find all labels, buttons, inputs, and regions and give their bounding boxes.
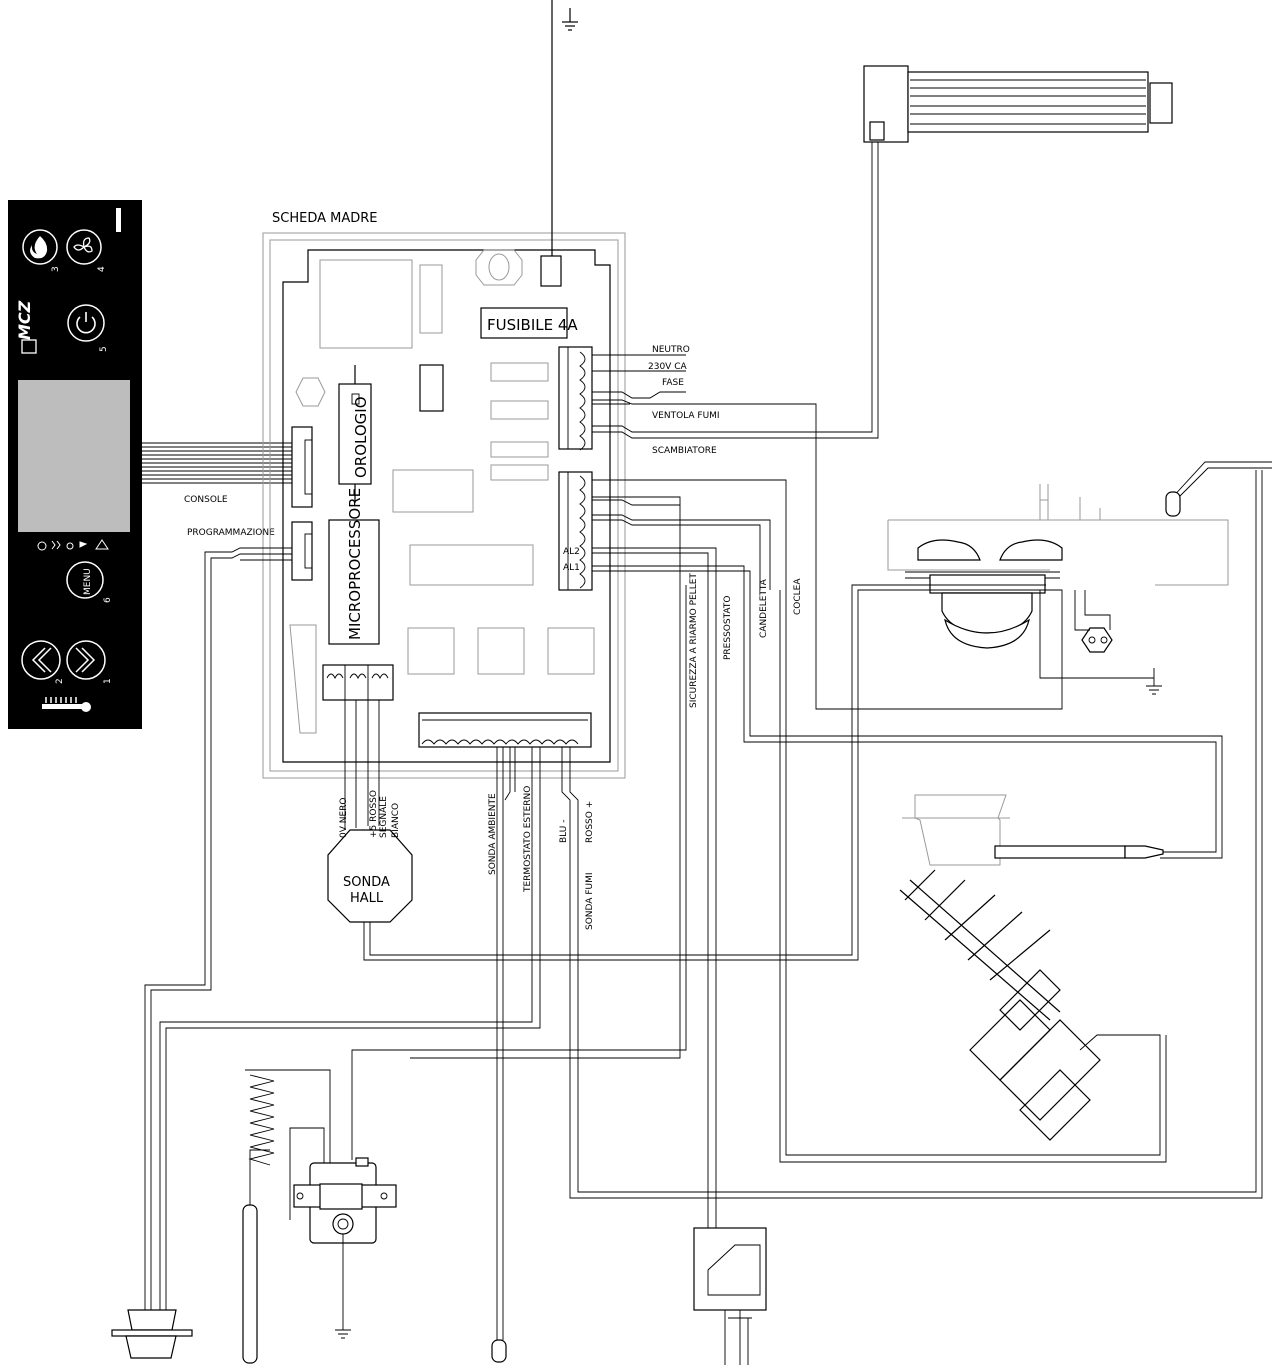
clock-module: OROLOGIO [338,365,372,503]
blue-wire-label: BLU - [559,820,569,843]
igniter [902,794,1164,866]
console-ribbon-cable [142,442,292,484]
right-key-number: 1 [103,678,113,684]
fan-button[interactable]: 4 [66,229,107,272]
neutral-label: NEUTRO [652,345,690,355]
red-wire-label: ROSSO + [585,801,595,843]
right-button[interactable]: 1 [66,640,113,684]
pressure-switch [693,1227,767,1365]
power-icon [76,312,96,334]
exchanger-label: SCAMBIATORE [652,446,717,456]
chevron-left-icon [31,647,52,673]
flue-probe-label: SONDA FUMI [585,872,595,930]
main-board: SCHEDA MADRE FUSIBILE 4A OROLOGIO [262,0,626,779]
al1-label: AL1 [563,563,580,573]
ext-thermostat-label: TERMOSTATO ESTERNO [523,786,533,893]
flame-icon [30,236,48,259]
fan-key-number: 4 [97,266,107,272]
power-key-number: 5 [99,346,109,352]
pellet-safety-thermostat [1165,461,1272,517]
console-panel: 3 4 MCZ 5 [8,200,142,729]
board-title: SCHEDA MADRE [272,211,378,226]
phase-label: FASE [662,378,684,388]
drop-wires [351,585,1167,1228]
thermometer-icon [42,697,91,712]
fuse: FUSIBILE 4A [480,307,578,339]
wifi-icon [111,208,125,243]
fan-label: VENTOLA FUMI [652,411,720,421]
hall-wire-signal: SEGNALE [379,796,389,838]
flame-key-number: 3 [51,266,61,272]
fan-icon [73,237,93,253]
console-display [18,380,130,532]
flame-button[interactable]: 3 [22,229,61,272]
status-icons [37,539,109,551]
menu-button[interactable]: MENU 6 [66,561,113,603]
console-label: CONSOLE [184,495,228,505]
exchanger-motor [863,65,1173,143]
left-button[interactable]: 2 [21,640,65,684]
heater-resistor [242,1069,331,1364]
brand-logo: MCZ [15,300,34,340]
hall-sensor-name-2: HALL [350,891,384,906]
auger-label: COCLEA [793,578,803,615]
hall-sensor-name-1: SONDA [343,875,390,890]
menu-key-number: 6 [103,597,113,603]
microprocessor: MICROPROCESSORE [328,488,380,645]
hall-sensor: SONDA HALL 0V NERO +5 ROSSO SEGNALE BIAN… [327,700,413,923]
auger [899,869,1101,1141]
ground-symbol-top [562,8,578,31]
bottom-terminal-wires [159,470,1263,1340]
pellet-safety-label: SICUREZZA A RIARMO PELLET [689,573,699,708]
al2-label: AL2 [563,547,580,557]
hall-wire-white: BIANCO [391,803,401,838]
igniter-label: CANDELETTA [759,578,769,638]
clock-label: OROLOGIO [352,396,370,478]
pressure-switch-label: PRESSOSTATO [723,596,733,660]
power-wires [592,136,1063,710]
flue-fan [363,484,1229,961]
chevron-right-icon [75,647,96,673]
hall-wire-5v: +5 ROSSO [369,790,379,838]
power-button[interactable]: 5 [67,304,109,352]
programming-label: PROGRAMMAZIONE [187,528,275,538]
lower-terminal-wires [592,479,1223,859]
programming-cable [144,547,292,1310]
menu-icon: MENU [83,568,93,595]
fuse-label: FUSIBILE 4A [487,316,578,334]
hall-wire-0v: 0V NERO [339,798,349,839]
safety-thermostat [289,1127,397,1339]
microprocessor-label: MICROPROCESSORE [346,488,364,640]
left-key-number: 2 [55,678,65,684]
room-probe-label: SONDA AMBIENTE [488,793,498,875]
serial-connector [111,1309,193,1359]
voltage-label: 230V CA [648,362,687,372]
